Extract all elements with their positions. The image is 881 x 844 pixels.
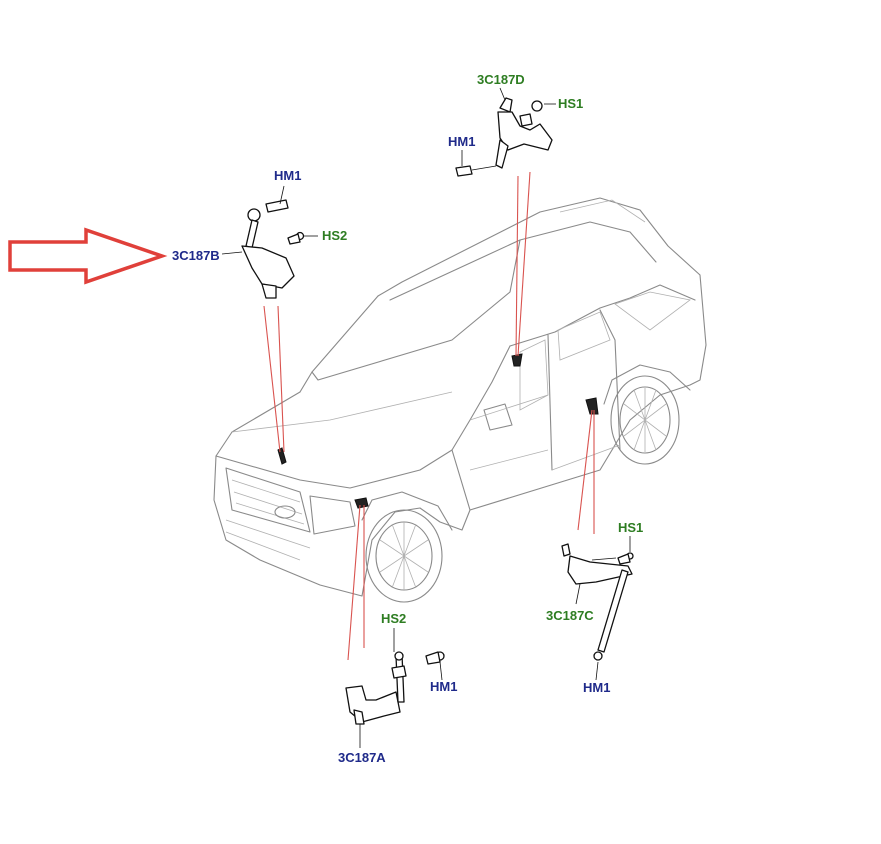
- pointer-lines: [263, 171, 595, 661]
- label-hs2-a: HS2: [381, 611, 406, 626]
- mark-rear-left: [585, 397, 599, 415]
- label-hs2-b: HS2: [322, 228, 347, 243]
- pointer-b-1: [263, 305, 281, 453]
- label-hm1-d: HM1: [448, 134, 475, 149]
- label-hm1-b: HM1: [274, 168, 301, 183]
- sensor-assembly-a: [345, 628, 445, 748]
- label-hs1-c: HS1: [618, 520, 643, 535]
- mark-rear-right: [511, 353, 523, 367]
- sensor-assembly-b: [221, 185, 318, 299]
- sensor-location-marks: [277, 353, 599, 509]
- label-sensor-b: 3C187B: [172, 248, 220, 263]
- pointer-a-1: [347, 504, 361, 661]
- label-sensor-c: 3C187C: [546, 608, 594, 623]
- label-hm1-c: HM1: [583, 680, 610, 695]
- vehicle-outline: [213, 197, 707, 603]
- pointer-c-1: [577, 409, 593, 531]
- label-hs1-d: HS1: [558, 96, 583, 111]
- mark-front-right: [277, 447, 287, 465]
- sensor-assembly-c: [561, 536, 634, 681]
- label-sensor-a: 3C187A: [338, 750, 386, 765]
- pointer-d-1: [515, 175, 519, 357]
- right-arrow-outline-icon: [8, 227, 168, 285]
- pointer-d-2: [517, 171, 531, 357]
- sensor-assembly-d: [455, 87, 556, 177]
- callout-labels: HM1 HS2 3C187B 3C187D HS1 HM1 HS1 3C187C…: [172, 72, 643, 765]
- label-sensor-d: 3C187D: [477, 72, 525, 87]
- mark-front-left: [354, 497, 369, 509]
- label-hm1-a: HM1: [430, 679, 457, 694]
- pointer-b-2: [277, 305, 285, 453]
